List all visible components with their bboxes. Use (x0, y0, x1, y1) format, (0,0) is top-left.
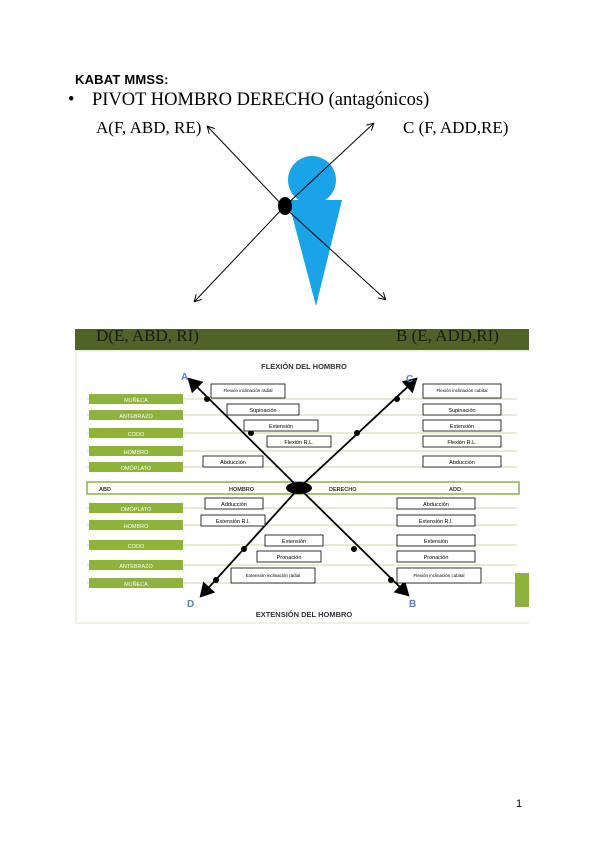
box-tl-5: Abducción (220, 460, 246, 466)
diagram-letter-a: A (181, 372, 188, 383)
corner-label-b: B (E, ADD,RI) (396, 326, 499, 345)
diagram-letter-c: C (406, 374, 413, 385)
kabat-diagram: FLEXIÓN DEL HOMBRO EXTENSIÓN DEL HOMBRO … (77, 352, 529, 622)
left-bar-bottom-4: ANTEBRAZO (119, 564, 153, 570)
box-br-3: Extensión (424, 539, 448, 545)
left-bars-bottom: OMÓPLATO HOMBRO CODO ANTEBRAZO MUÑECA (89, 503, 183, 588)
box-br-2: Extensión R.I. (419, 519, 454, 525)
center-row-derecho: DERECHO (329, 487, 357, 493)
bullet-marker: • (68, 90, 75, 110)
box-tr-5: Abducción (449, 460, 475, 466)
center-row-hombro: HOMBRO (229, 487, 255, 493)
left-bar-bottom-1: OMÓPLATO (121, 506, 152, 513)
left-bar-bottom-3: CODO (128, 544, 145, 550)
box-tl-4: Flexión R.L. (284, 440, 314, 446)
box-tl-3: Extensión (269, 424, 293, 430)
diagonal-line-b (298, 487, 410, 597)
slide-title: • PIVOT HOMBRO DERECHO (antagónicos) (68, 90, 429, 111)
box-tr-4: Flexión R.L. (447, 440, 477, 446)
box-bl-1: Adducción (221, 502, 247, 508)
diagram-title-bottom: EXTENSIÓN DEL HOMBRO (256, 610, 353, 619)
box-tl-2: Supinación (249, 408, 276, 414)
box-br-5: Flexión inclinación cubital (413, 573, 464, 578)
torso-shape (288, 200, 342, 306)
kabat-diagram-svg: FLEXIÓN DEL HOMBRO EXTENSIÓN DEL HOMBRO … (86, 362, 520, 619)
slide-footer-bar (75, 329, 529, 350)
box-tr-2: Supinación (448, 408, 475, 414)
diagram-title-top: FLEXIÓN DEL HOMBRO (261, 362, 347, 371)
boxes-top-right: Flexión inclinación cubital Supinación E… (422, 383, 502, 468)
left-bar-bottom-5: MUÑECA (124, 581, 148, 588)
page-number: 1 (516, 798, 523, 810)
box-br-1: Abducción (423, 502, 449, 508)
box-tr-3: Extensión (450, 424, 474, 430)
pivot-figure (0, 0, 600, 306)
box-bl-5: Extensión inclinación radial (246, 573, 300, 578)
left-bar-top-5: OMÓPLATO (121, 465, 152, 472)
left-bar-top-1: MUÑECA (124, 397, 148, 404)
diagonal-c-arrow (283, 124, 373, 208)
box-tl-1: Flexión inclinación radial (223, 388, 272, 393)
slide-title-text: PIVOT HOMBRO DERECHO (antagónicos) (92, 90, 430, 110)
boxes-top-left: Flexión inclinación radial Supinación Ex… (202, 383, 332, 468)
diagram-pivot (286, 482, 312, 494)
diagram-letter-d: D (187, 599, 194, 610)
document-heading: KABAT MMSS: (75, 72, 169, 87)
diagonal-d-arrow (195, 206, 285, 301)
diagonal-b-arrow (283, 206, 385, 299)
left-bars-top: MUÑECA ANTEBRAZO CODO HOMBRO OMÓPLATO (89, 394, 183, 472)
joint-dots (204, 396, 400, 583)
corner-label-d: D(E, ABD, RI) (96, 326, 199, 345)
pivot-point (278, 197, 292, 215)
box-br-4: Pronación (424, 555, 449, 561)
left-bar-top-4: HOMBRO (124, 450, 149, 456)
corner-label-c: C (F, ADD,RE) (403, 118, 509, 137)
corner-label-a: A(F, ABD, RE) (96, 118, 202, 137)
box-tr-1: Flexión inclinación cubital (436, 388, 487, 393)
center-row-abd: ABD (99, 487, 111, 493)
box-bl-4: Pronación (277, 555, 302, 561)
box-bl-2: Extensión R.I. (216, 519, 251, 525)
diagram-letter-b: B (409, 599, 416, 610)
boxes-bottom-right: Abducción Extensión R.I. Extensión Prona… (396, 497, 482, 584)
center-row-add: ADD (449, 487, 461, 493)
boxes-bottom-left: Adducción Extensión R.I. Extensión Prona… (200, 497, 324, 584)
box-bl-3: Extensión (282, 539, 306, 545)
left-bar-top-3: CODO (128, 432, 145, 438)
left-bar-top-2: ANTEBRAZO (119, 414, 153, 420)
side-accent-bar (515, 573, 529, 607)
diagonal-a-arrow (208, 127, 285, 208)
left-bar-bottom-2: HOMBRO (124, 524, 149, 530)
diagonal-line-d (199, 487, 300, 598)
